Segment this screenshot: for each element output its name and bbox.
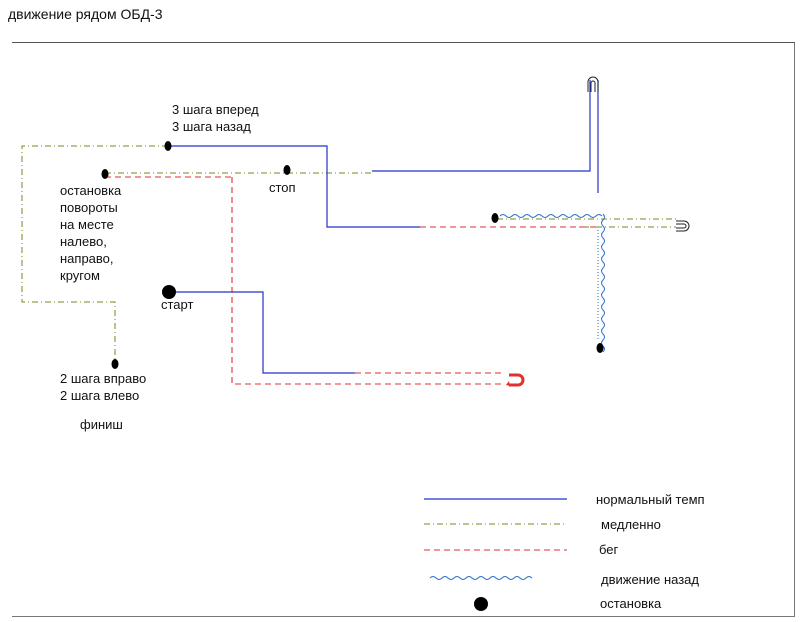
u-turn-arrow-red [506,381,510,386]
normal-route-up [372,80,591,172]
legend-dot-halt [474,597,488,611]
start-dot [162,285,176,299]
slow-route-left-loop [21,145,168,364]
backward-route-horizontal [499,214,603,218]
label-stop-turns: остановка повороты на месте налево, напр… [60,183,122,283]
stop-dot-stop [283,165,291,175]
legend-line-back [429,576,533,580]
stop-dot-right [491,213,499,223]
u-turn-icon-right [676,220,690,232]
legend-label-normal: нормальный темп [596,492,705,507]
label-three-steps: 3 шага вперед 3 шага назад [172,102,259,134]
backward-route-vertical [601,213,605,353]
label-stop: стоп [269,180,296,195]
stop-dot-two-steps [111,359,119,369]
legend-label-slow: медленно [601,517,661,532]
stop-dot-three-steps [164,141,172,151]
diagram-title: движение рядом ОБД-3 [8,6,163,22]
stop-dot-turns [101,169,109,179]
label-finish: финиш [80,417,123,432]
normal-route-start [169,291,355,374]
label-two-steps: 2 шага вправо 2 шага влево [60,371,147,403]
stop-dot-bottom [596,343,604,353]
u-turn-icon-red [509,373,525,387]
diagram-frame [12,42,795,617]
legend-label-halt: остановка [600,596,662,611]
u-turn-icon-top [587,76,599,92]
legend-label-back: движение назад [601,572,700,587]
normal-route-top [168,145,420,228]
legend-label-run: бег [599,542,619,557]
label-start: старт [161,297,194,312]
run-route-main [231,177,505,385]
